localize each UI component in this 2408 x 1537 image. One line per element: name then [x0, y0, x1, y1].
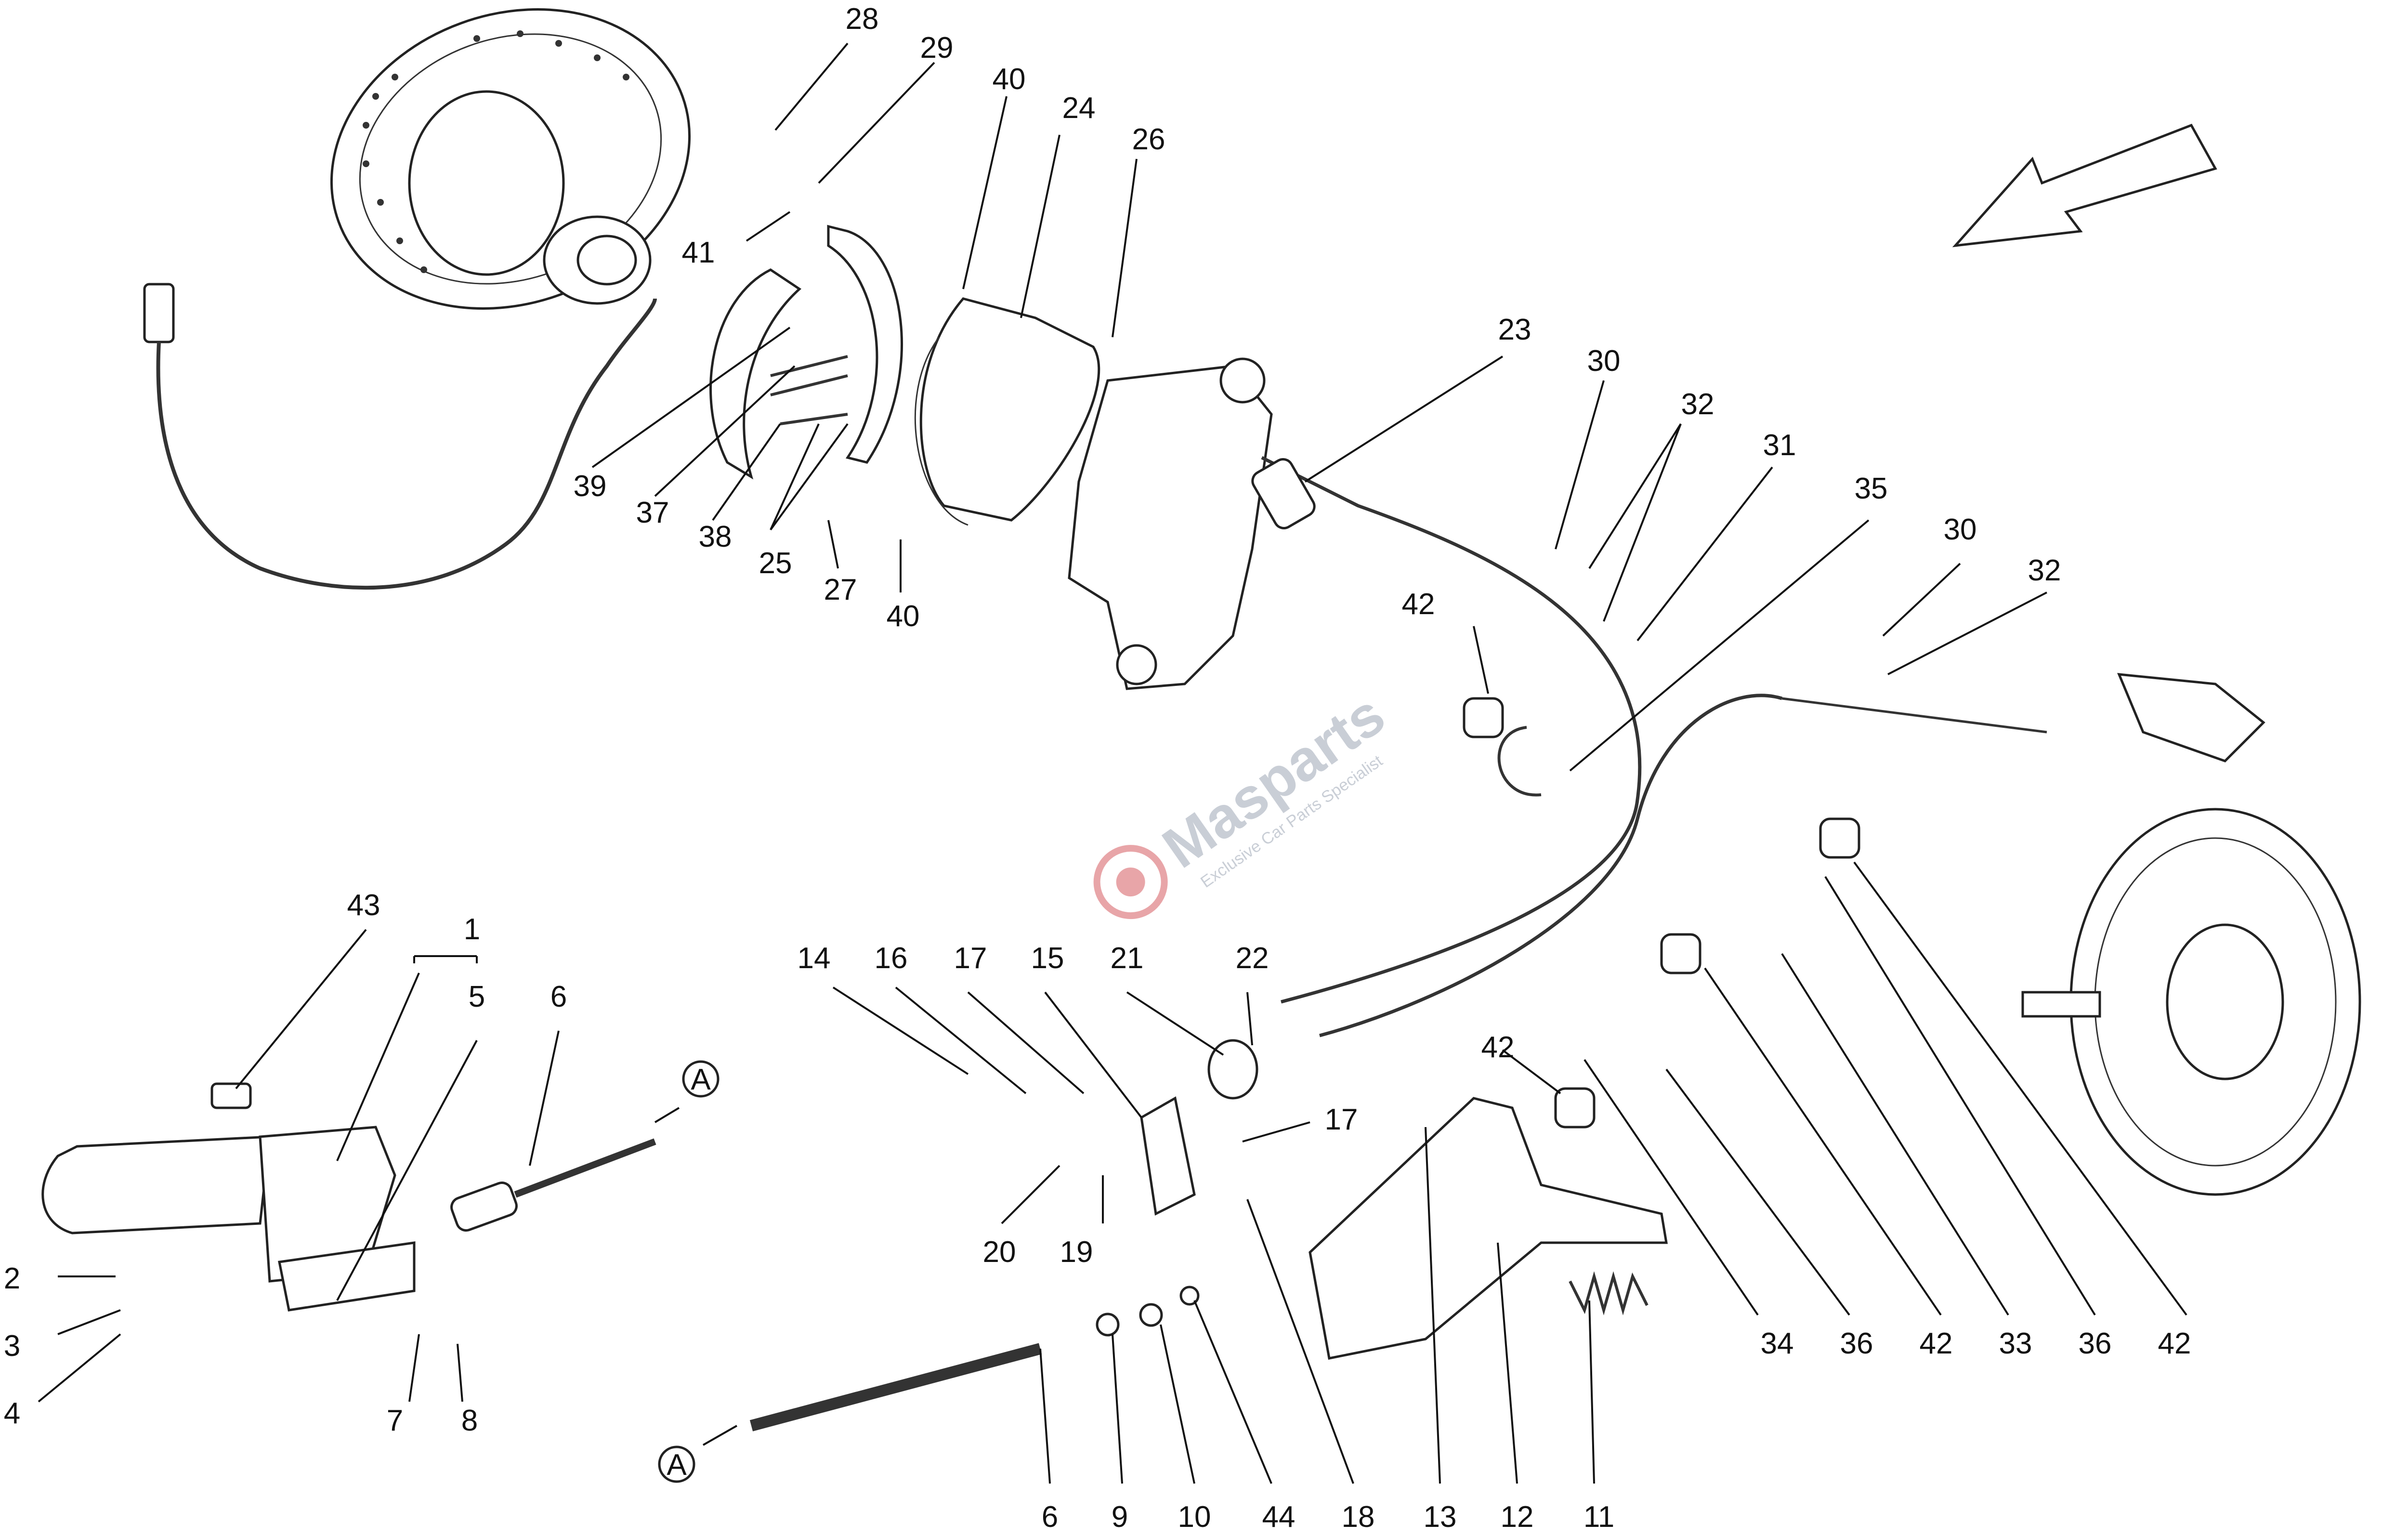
parking-brake-cables — [1251, 456, 2047, 1038]
callout-17: 17 — [1325, 1103, 1358, 1136]
grommets — [1463, 697, 1860, 1129]
callout-3: 3 — [4, 1329, 20, 1363]
callout-14: 14 — [798, 942, 831, 975]
callout-42: 42 — [1402, 588, 1435, 621]
callout-6: 6 — [1042, 1500, 1058, 1534]
callout-17: 17 — [954, 942, 987, 975]
callout-18: 18 — [1342, 1500, 1375, 1534]
connector-a-bottom: A — [658, 1425, 737, 1483]
callout-1-bracket — [413, 955, 478, 963]
callout-27: 27 — [824, 573, 857, 606]
callout-7: 7 — [387, 1404, 403, 1437]
brake-disc-left — [330, 8, 691, 310]
callout-42: 42 — [2158, 1327, 2191, 1360]
callout-6: 6 — [550, 980, 567, 1013]
callout-31: 31 — [1763, 429, 1796, 462]
callout-44: 44 — [1262, 1500, 1296, 1534]
callout-35: 35 — [1855, 472, 1888, 505]
callout-24: 24 — [1062, 92, 1096, 125]
callout-26: 26 — [1132, 123, 1165, 156]
callout-9: 9 — [1112, 1500, 1128, 1534]
connector-a-label: A — [691, 1063, 711, 1096]
callout-33: 33 — [1999, 1327, 2032, 1360]
callout-8: 8 — [461, 1404, 478, 1437]
callout-34: 34 — [1761, 1327, 1794, 1360]
callout-23: 23 — [1498, 313, 1531, 346]
callout-11: 11 — [1584, 1500, 1614, 1534]
callout-41: 41 — [682, 236, 715, 269]
abs-sensor-wire — [143, 283, 657, 590]
callout-36: 36 — [1840, 1327, 1873, 1360]
callout-38: 38 — [699, 520, 732, 553]
callout-4: 4 — [4, 1397, 20, 1430]
return-spring — [1569, 1271, 1649, 1315]
connector-a-label: A — [667, 1448, 687, 1482]
callout-39: 39 — [574, 470, 607, 503]
callout-42: 42 — [1920, 1327, 1953, 1360]
callout-10: 10 — [1178, 1500, 1211, 1534]
callout-32: 32 — [1681, 388, 1714, 421]
handbrake-lever — [41, 1082, 416, 1312]
parking-brake-shoes — [709, 224, 903, 480]
callout-37: 37 — [636, 496, 669, 529]
callout-16: 16 — [875, 942, 908, 975]
connector-a-top: A — [654, 1060, 720, 1123]
backing-plate — [914, 297, 1100, 526]
callout-43: 43 — [347, 889, 380, 922]
callout-19: 19 — [1060, 1235, 1093, 1269]
cable-equalizer-bracket — [1140, 1039, 1668, 1360]
callout-32: 32 — [2028, 554, 2061, 587]
callout-30: 30 — [1587, 344, 1621, 378]
callout-30: 30 — [1944, 513, 1977, 546]
callout-29: 29 — [920, 31, 954, 65]
callout-25: 25 — [759, 547, 792, 580]
callout-40: 40 — [993, 63, 1026, 96]
callout-40: 40 — [887, 600, 920, 633]
lever-cable — [450, 1138, 656, 1232]
masparts-watermark: Masparts Exclusive Car Parts Specialist — [1093, 682, 1396, 920]
callout-20: 20 — [983, 1235, 1016, 1269]
callout-15: 15 — [1031, 942, 1064, 975]
leader-lines — [38, 42, 2187, 1484]
front-cable — [749, 1286, 1200, 1432]
hub-carrier-left — [1068, 357, 1273, 690]
callout-21: 21 — [1111, 942, 1144, 975]
callout-28: 28 — [846, 2, 879, 36]
callout-42: 42 — [1481, 1031, 1515, 1064]
watermark-logo-icon — [1093, 845, 1168, 920]
callout-13: 13 — [1424, 1500, 1457, 1534]
brake-disc-right — [2021, 673, 2361, 1196]
callout-numbers: 28 29 40 24 26 41 39 37 38 25 27 40 23 3… — [4, 2, 2191, 1534]
direction-arrow — [1952, 123, 2217, 248]
callout-2: 2 — [4, 1262, 20, 1295]
callout-36: 36 — [2079, 1327, 2112, 1360]
callout-1: 1 — [464, 913, 480, 946]
callout-12: 12 — [1501, 1500, 1534, 1534]
callout-5: 5 — [469, 980, 485, 1013]
callout-22: 22 — [1236, 942, 1269, 975]
